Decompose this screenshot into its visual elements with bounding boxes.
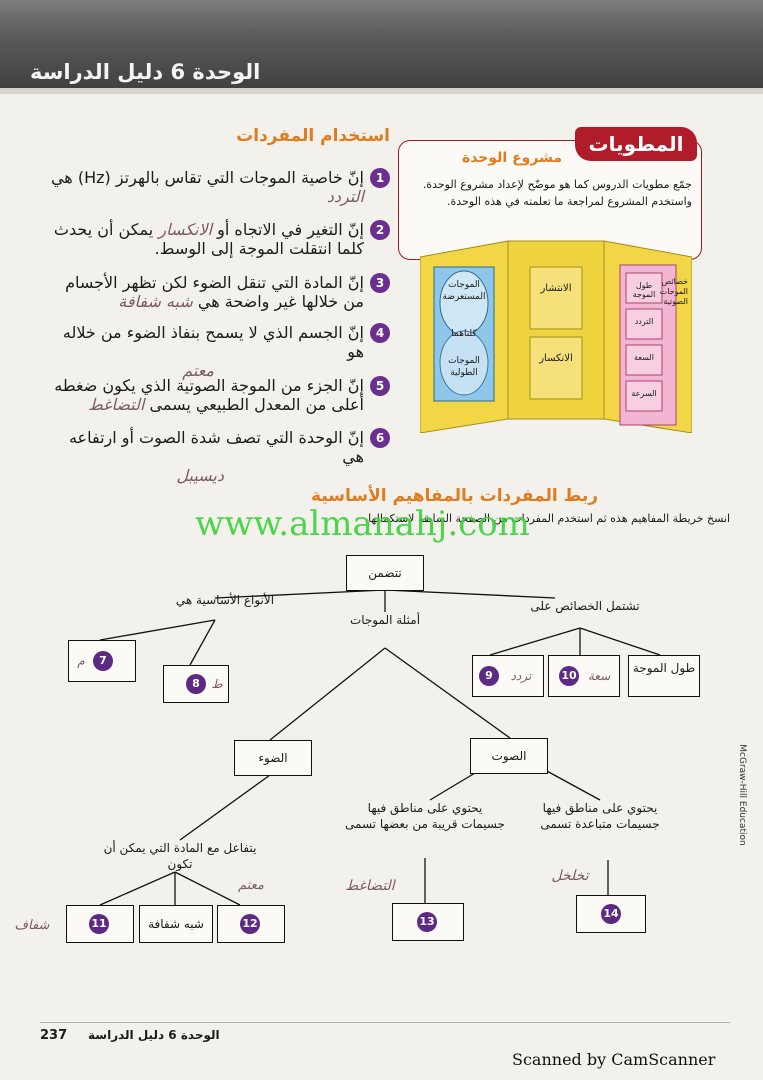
node-root-label: تتضمن [368,566,402,580]
watermark: www.almanahj.com [195,504,530,544]
answer-14-handwritten: تخلخل [551,868,589,884]
vocab-heading: استخدام المفردات [236,126,390,146]
vocab-item: إنّ الجزء من الموجة الصوتية الذي يكون ضغ… [44,376,364,414]
node-8: 8 ط [163,665,229,703]
node-translucent: شبه شفافة [139,905,213,943]
foldable-illustration: الموجات المستعرضة كلتاهما الموجات الطولي… [419,237,693,434]
fold-right-4: السرعة [631,389,657,398]
foldable-graphic [419,240,693,434]
node-answer: م [77,654,85,668]
banner-title: الوحدة 6 دليل الدراسة [30,60,261,84]
vocab-answer: التردد [326,187,364,206]
light-matter-label: يتفاعل مع المادة التي يمكن أن تكون [103,841,257,871]
vocab-item: إنّ التغير في الاتجاه أو الانكسار يمكن أ… [44,220,364,258]
page-number: 237 [40,1028,68,1043]
node-11: 11 [66,905,134,943]
vocab-item: إنّ خاصية الموجات التي تقاس بالهرتز (Hz)… [44,168,364,206]
node-number: 13 [417,912,437,932]
node-root: تتضمن [346,555,424,591]
node-wavelength: طول الموجة [628,655,700,697]
node-sound-label: الصوت [491,749,527,763]
vocab-item: إنّ الوحدة التي تصف شدة الصوت أو ارتفاعه… [44,428,364,485]
vocab-number: 2 [370,220,390,240]
node-number: 9 [479,666,499,686]
answer-13-handwritten: التضاغط [345,878,395,894]
vocab-number: 5 [370,376,390,396]
node-number: 8 [186,674,206,694]
node-number: 10 [559,666,579,686]
footer-label: الوحدة 6 دليل الدراسة [88,1028,220,1042]
foldables-badge: المطويات [575,127,697,161]
node-light: الضوء [234,740,312,776]
answer-12-handwritten: معتم [238,878,264,893]
fold-left-1: الموجات المستعرضة [442,280,486,302]
node-answer: سعة [587,669,611,683]
concept-instruction: انسخ خريطة المفاهيم هذه ثم استخدم المفرد… [364,512,730,525]
vocab-text: إنّ الوحدة التي تصف شدة الصوت أو ارتفاعه… [68,428,364,466]
vocab-answer: ديسيبل [176,466,224,485]
vocab-item: إنّ الجسم الذي لا يسمح بنفاذ الضوء من خل… [44,323,364,380]
branch-props-label: تشتمل الخصائص على [530,599,640,613]
node-7: 7 م [68,640,136,682]
vocab-text: إنّ المادة التي تنقل الضوء لكن تظهر الأج… [65,273,364,311]
node-wavelength-label: طول الموجة [632,661,696,675]
vocab-answer: شبه شفافة [118,292,193,311]
node-answer: تردد [510,669,532,683]
node-9: 9 تردد [472,655,544,697]
header-banner [0,0,763,92]
vocab-number: 6 [370,428,390,448]
fold-right-title: خصائص الموجات الصوتية [659,277,688,306]
vocab-number: 4 [370,323,390,343]
sound-near-label: يحتوي على مناطق فيها جسيمات قريبة من بعض… [345,801,505,831]
node-number: 14 [601,904,621,924]
vocab-text: إنّ التغير في الاتجاه أو [217,220,364,239]
vocab-text: إنّ الجسم الذي لا يسمح بنفاذ الضوء من خل… [62,323,364,361]
node-number: 11 [89,914,109,934]
vocab-item: إنّ المادة التي تنقل الضوء لكن تظهر الأج… [44,273,364,311]
vocab-text: يمكن أن يحدث كلما انتقلت الموجة إلى الوس… [53,220,364,258]
vocab-number: 3 [370,273,390,293]
branch-types-label: الأنواع الأساسية هي [175,593,275,607]
fold-right-2: التردد [634,317,654,326]
vocab-text: إنّ خاصية الموجات التي تقاس بالهرتز (Hz)… [50,168,364,187]
node-light-label: الضوء [258,751,288,765]
fold-middle-2: الانكسار [539,353,573,364]
fold-right-1: طول الموجة [632,281,656,299]
vocab-list: 1 إنّ خاصية الموجات التي تقاس بالهرتز (H… [30,160,390,485]
vocab-answer: التضاغط [87,395,145,414]
node-number: 12 [240,914,260,934]
branch-examples-label: أمثلة الموجات [349,613,421,627]
vocab-answer: معتم [182,361,214,380]
node-12: 12 [217,905,285,943]
side-credit: McGraw-Hill Education [732,640,752,950]
vocab-answer: الانكسار [158,220,213,239]
vocab-number: 1 [370,168,390,188]
node-answer: ط [211,677,223,691]
fold-left-3: الموجات الطولية [448,356,480,378]
node-translucent-label: شبه شفافة [148,917,204,931]
concept-heading: ربط المفردات بالمفاهيم الأساسية [311,486,598,506]
banner-stripe [0,88,763,94]
answer-11-handwritten: شفاف [14,918,50,933]
foldables-description: جمّع مطويات الدروس كما هو موضّح لإعداد م… [422,178,692,208]
fold-right-3: السعة [634,353,654,362]
fold-middle-1: الانتشار [540,283,572,294]
sound-far-label: يحتوي على مناطق فيها جسيمات متباعدة تسمى [540,801,660,831]
node-sound: الصوت [470,738,548,774]
footer-divider [40,1022,730,1023]
scanner-credit: Scanned by CamScanner [512,1050,716,1069]
side-credit-text: McGraw-Hill Education [737,744,747,846]
vocab-text: إنّ الجزء من الموجة الصوتية الذي يكون ضغ… [54,376,364,414]
node-14: 14 [576,895,646,933]
node-10: 10 سعة [548,655,620,697]
foldables-title: مشروع الوحدة [461,150,562,166]
node-number: 7 [93,651,113,671]
fold-left-2: كلتاهما [451,329,477,339]
node-13: 13 [392,903,464,941]
